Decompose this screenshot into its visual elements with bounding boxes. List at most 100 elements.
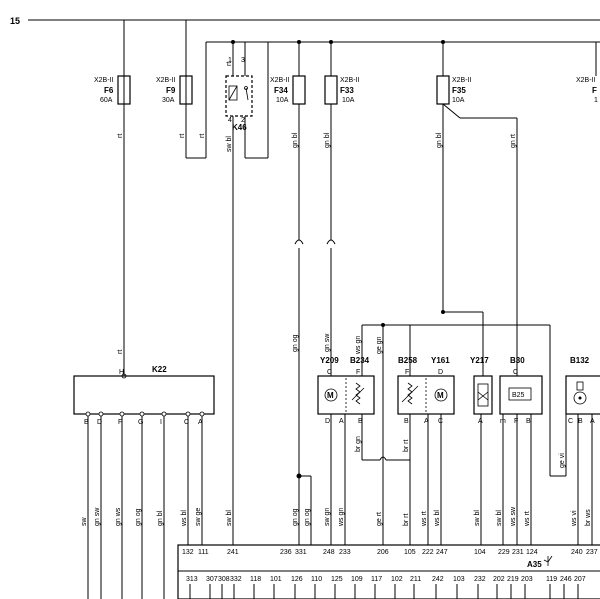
svg-text:203: 203: [521, 576, 533, 583]
fuse-f36-name: F: [592, 86, 597, 95]
svg-text:sw ge: sw ge: [195, 508, 202, 526]
svg-text:ws bl: ws bl: [434, 510, 441, 527]
wire-label-swbl-top: sw bl: [226, 136, 233, 152]
k22-pin-b: B: [84, 419, 89, 426]
fuse-f6-name: F6: [104, 86, 114, 95]
fuse-f6-conn: X2B-II: [94, 77, 114, 84]
fuse-f9-conn: X2B-II: [156, 77, 176, 84]
svg-text:103: 103: [453, 576, 465, 583]
svg-text:248: 248: [323, 549, 335, 556]
fuse-f34-name: F34: [274, 86, 288, 95]
fuse-f35-name: F35: [452, 86, 466, 95]
fuse-f35: X2B-II F35 10A: [436, 40, 518, 376]
wire-label-rt2: rt: [179, 134, 186, 138]
svg-text:124: 124: [526, 549, 538, 556]
svg-text:119: 119: [546, 576, 557, 583]
svg-text:104: 104: [474, 549, 486, 556]
svg-text:M: M: [437, 391, 444, 400]
wire-label-rt1: rt: [117, 134, 124, 138]
svg-text:102: 102: [391, 576, 403, 583]
wire-label-brgn: br gn: [355, 436, 362, 452]
relay-pin-2: 2: [241, 117, 245, 124]
svg-text:ws bl: ws bl: [181, 510, 188, 527]
wire-label-rt3: rt: [199, 134, 206, 138]
k22-pin-i: I: [160, 419, 162, 426]
svg-text:gn og: gn og: [304, 508, 311, 526]
k22-pin-g: G: [138, 419, 143, 426]
svg-text:105: 105: [404, 549, 416, 556]
ecu-a35: A35 132 111 241 236 331 248 233 206 105 …: [177, 544, 600, 599]
k22-pin-f: F: [118, 419, 122, 426]
wire-label-wsgn: ws gn: [355, 336, 362, 355]
svg-text:331: 331: [295, 549, 307, 556]
svg-text:125: 125: [331, 576, 343, 583]
relay-pin-1: 1: [228, 57, 232, 64]
svg-text:101: 101: [270, 576, 282, 583]
k22-pin-h: H: [119, 369, 124, 376]
fuse-f35-rating: 10A: [452, 97, 465, 104]
module-y209-name: Y209: [320, 356, 339, 365]
module-b234-name: B234: [350, 356, 370, 365]
relay-name: K46: [232, 123, 247, 132]
svg-text:211: 211: [410, 576, 421, 583]
fuse-f6-rating: 60A: [100, 97, 113, 104]
svg-text:sw: sw: [81, 517, 88, 527]
svg-text:B: B: [358, 418, 363, 425]
svg-text:br ws: br ws: [585, 509, 592, 526]
svg-text:sw gn: sw gn: [324, 508, 331, 526]
svg-text:222: 222: [422, 549, 434, 556]
wire-label-gegn: ge gn: [376, 336, 383, 354]
wire-label-rt-k22: rt: [117, 350, 124, 354]
module-k22: K22 H B D F G I C A: [73, 365, 215, 599]
svg-text:ws sw: ws sw: [510, 506, 517, 527]
svg-text:C: C: [327, 369, 332, 376]
svg-text:C: C: [513, 369, 518, 376]
relay-pin-4: 4: [228, 117, 232, 124]
fuse-f33: X2B-II F33 10A: [324, 40, 360, 376]
module-b30: B25 B30: [499, 356, 543, 415]
ecu-bottom-leads: [189, 584, 579, 599]
module-b30-name: B30: [510, 356, 525, 365]
svg-text:ge rt: ge rt: [376, 512, 383, 526]
fuse-f36-conn: X2B-II: [576, 77, 596, 84]
fuse-f34-rating: 10A: [276, 97, 289, 104]
fuse-f36-partial: X2B-II F 1: [576, 42, 598, 104]
k22-pin-a: A: [198, 419, 203, 426]
fuse-f9: X2B-II F9 30A: [156, 20, 193, 158]
k22-bottom-pins: B D F G I C A: [84, 419, 203, 426]
fuse-f33-rating: 10A: [342, 97, 355, 104]
module-b30-inner: B25: [512, 392, 525, 399]
relay-pin-3: 3: [241, 57, 245, 64]
svg-text:231: 231: [512, 549, 524, 556]
svg-text:219: 219: [507, 576, 519, 583]
svg-text:111: 111: [198, 549, 209, 556]
wire-label-gnbl3: gn bl: [436, 132, 443, 148]
svg-text:D: D: [325, 418, 330, 425]
svg-text:gn ws: gn ws: [115, 507, 122, 526]
svg-text:A: A: [424, 418, 429, 425]
wire-label-gnog: gn og: [292, 334, 299, 352]
svg-text:332: 332: [230, 576, 242, 583]
module-b132: B132: [565, 356, 600, 415]
svg-text:sw bl: sw bl: [474, 510, 481, 526]
module-y217: Y217: [470, 356, 493, 415]
svg-text:gn bl: gn bl: [157, 510, 164, 526]
rail-label: 15: [10, 16, 20, 26]
svg-text:F: F: [514, 418, 518, 425]
svg-text:ws rt: ws rt: [524, 511, 531, 527]
svg-text:D: D: [438, 369, 443, 376]
svg-text:233: 233: [339, 549, 351, 556]
svg-text:110: 110: [311, 576, 322, 583]
fuse-f33-conn: X2B-II: [340, 77, 360, 84]
wire-label-gnbl2: gn bl: [324, 132, 331, 148]
svg-text:229: 229: [498, 549, 510, 556]
svg-text:ws rt: ws rt: [421, 511, 428, 527]
svg-text:307: 307: [206, 576, 218, 583]
svg-text:ws vi: ws vi: [571, 510, 578, 527]
ecu-name: A35: [527, 560, 542, 569]
svg-text:M: M: [327, 391, 334, 400]
svg-text:313: 313: [186, 576, 198, 583]
wire-label-gnrt: gn rt: [510, 134, 517, 148]
wire-label-gevi: ge vi: [559, 453, 566, 468]
